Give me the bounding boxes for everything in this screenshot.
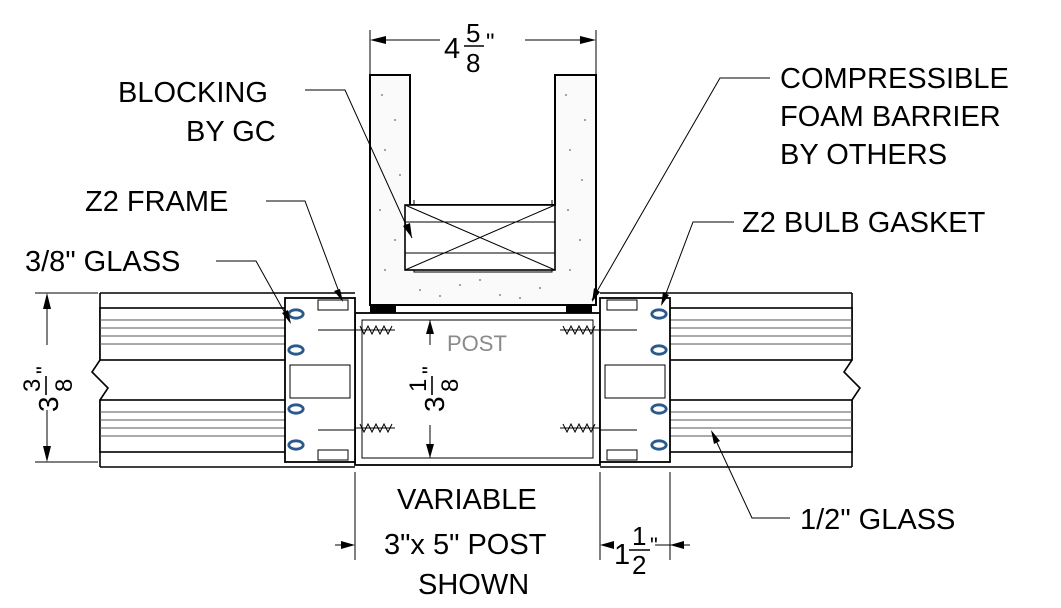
dim-left-whole: 3 <box>33 396 64 412</box>
leader-glass-38 <box>216 260 291 323</box>
leader-z2-frame <box>266 200 343 301</box>
bottom-dimensions: 1 1 2 " <box>335 472 690 580</box>
dim-top-whole: 4 <box>444 33 460 65</box>
wood-blocking <box>404 204 556 271</box>
label-z2-bulb-gasket: Z2 BULB GASKET <box>742 207 986 239</box>
dim-post-den: 8 <box>437 379 464 392</box>
dim-post-num: 1 <box>405 379 432 392</box>
dim-top-unit: " <box>486 29 495 56</box>
dim-top-num: 5 <box>466 18 480 48</box>
label-glass-12: 1/2" GLASS <box>800 504 955 536</box>
leader-blocking <box>305 89 413 239</box>
label-foam-1: COMPRESSIBLE <box>780 63 1009 95</box>
label-foam-3: BY OTHERS <box>780 139 947 171</box>
left-glazing <box>90 292 395 468</box>
dim-top-den: 8 <box>466 48 480 78</box>
dim-left-unit: " <box>32 366 57 374</box>
dim-post-whole: 3 <box>419 396 450 412</box>
dim-right-num: 1 <box>632 521 646 551</box>
dim-post-unit: " <box>418 366 443 374</box>
dim-left-den: 8 <box>51 379 78 392</box>
label-blocking-2: BY GC <box>186 116 276 148</box>
dim-right-den: 2 <box>632 550 646 580</box>
label-variable-1: VARIABLE <box>397 484 537 516</box>
left-depth-dimension: 3 3 8 " <box>19 292 98 463</box>
leader-z2-bulb-gasket <box>661 221 734 305</box>
label-foam-2: FOAM BARRIER <box>780 101 1001 133</box>
leader-glass-12 <box>711 431 790 519</box>
leader-foam <box>591 77 770 301</box>
post-label: POST <box>447 331 507 356</box>
right-glazing <box>560 292 862 468</box>
foam-pad-left <box>370 305 396 314</box>
label-variable-2: 3"x 5" POST <box>384 529 547 561</box>
dim-right-unit: " <box>650 533 658 558</box>
foam-pad-right <box>566 305 592 314</box>
top-width-dimension: 4 5 8 " <box>369 18 597 80</box>
label-glass-38: 3/8" GLASS <box>25 246 180 278</box>
post-section: POST 3 1 8 " <box>354 312 601 466</box>
dim-left-num: 3 <box>19 379 46 392</box>
label-blocking-1: BLOCKING <box>118 77 268 109</box>
label-z2-frame: Z2 FRAME <box>85 186 228 218</box>
label-variable-3: SHOWN <box>418 569 529 601</box>
dim-right-whole: 1 <box>614 539 630 571</box>
